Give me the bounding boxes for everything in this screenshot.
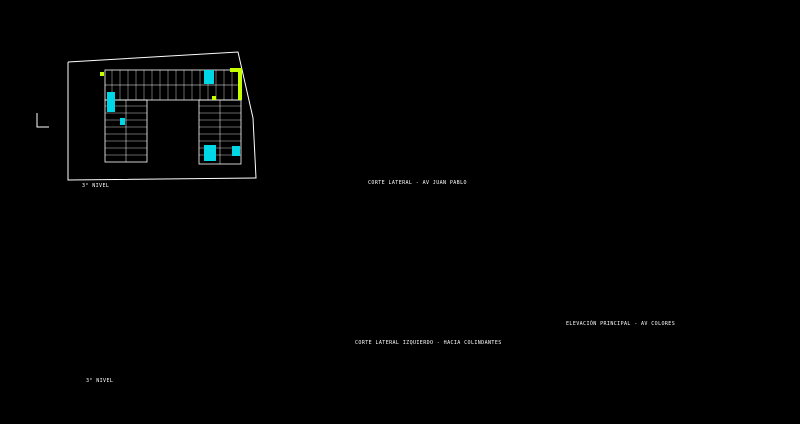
floor-plan-top bbox=[67, 51, 257, 181]
label-plan-bottom: 3° NIVEL bbox=[86, 378, 114, 384]
label-section-right: CORTE LATERAL - AV JUAN PABLO bbox=[368, 180, 467, 186]
label-elevation: ELEVACIÓN PRINCIPAL - AV COLORES bbox=[566, 321, 676, 327]
label-section-left: CORTE LATERAL IZQUIERDO - HACIA COLINDAN… bbox=[355, 340, 502, 346]
label-plan-top: 3° NIVEL bbox=[82, 183, 110, 189]
ucs-icon bbox=[36, 113, 49, 128]
